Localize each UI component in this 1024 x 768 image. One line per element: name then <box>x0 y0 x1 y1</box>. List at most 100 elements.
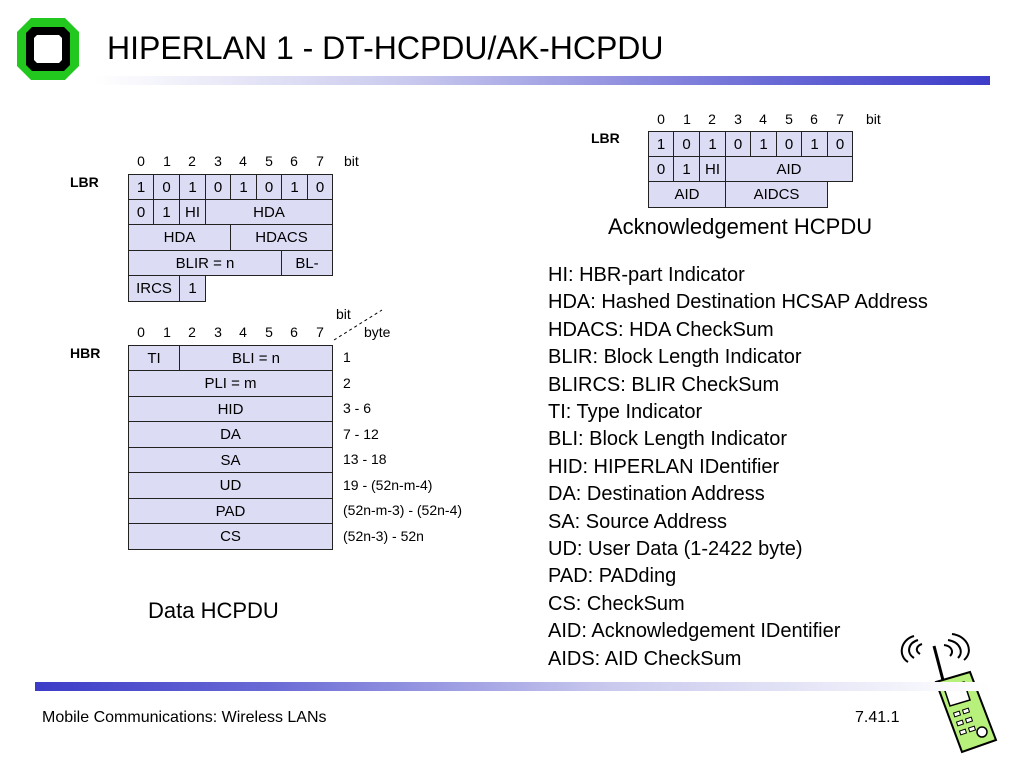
bit-number: 2 <box>188 324 196 340</box>
ack-bit-cell: 0 <box>827 131 853 157</box>
lbr-bit-cell: 1 <box>128 174 154 200</box>
legend-item: BLIR: Block Length Indicator <box>548 346 802 369</box>
legend-item: HI: HBR-part Indicator <box>548 264 745 286</box>
ack-bit-cell: 1 <box>699 131 726 157</box>
legend-item: SA: Source Address <box>548 510 727 533</box>
footer-course-title: Mobile Communications: Wireless LANs <box>42 709 327 726</box>
byte-range: 2 <box>343 375 351 391</box>
byte-range: 13 - 18 <box>343 451 387 467</box>
bit-number: 4 <box>759 111 767 127</box>
blir-field: BLIR = n <box>128 250 282 276</box>
ack-bit-cell: 0 <box>648 156 674 182</box>
lbr-bit-cell: 1 <box>230 174 257 200</box>
lbr-bit-cell: 0 <box>256 174 282 200</box>
abbreviation-legend: HI: HBR-part Indicator HDA: Hashed Desti… <box>548 262 928 673</box>
ircs-field: IRCS <box>128 275 180 302</box>
byte-range: 19 - (52n-m-4) <box>343 477 433 493</box>
title-underline-bar <box>95 76 990 85</box>
bit-number: 5 <box>785 111 793 127</box>
bit-axis-label: bit <box>866 111 881 127</box>
blircs-field: BL- <box>281 250 333 276</box>
bit-number: 4 <box>239 153 247 169</box>
legend-item: CS: CheckSum <box>548 592 685 615</box>
bit-number: 1 <box>163 324 171 340</box>
byte-axis-label: byte <box>364 324 391 340</box>
pad-field: PAD <box>128 498 333 524</box>
hi-field: HI <box>179 199 206 225</box>
bit-number: 3 <box>734 111 742 127</box>
hda-field: HDA <box>128 224 231 251</box>
bit-number: 3 <box>214 324 222 340</box>
hi-field: HI <box>699 156 726 182</box>
data-hbr-label: HBR <box>70 345 101 361</box>
hid-field: HID <box>128 396 333 422</box>
legend-item: HID: HIPERLAN IDentifier <box>548 455 780 478</box>
bit-number: 7 <box>316 324 324 340</box>
legend-item: BLI: Block Length Indicator <box>548 428 788 451</box>
ack-bit-cell: 0 <box>776 131 802 157</box>
bit-number: 1 <box>683 111 691 127</box>
page-title: HIPERLAN 1 - DT-HCPDU/AK-HCPDU <box>107 30 664 66</box>
lbr-bit-cell: 0 <box>153 174 180 200</box>
lbr-bit-cell: 0 <box>307 174 333 200</box>
da-field: DA <box>128 421 333 448</box>
lbr-bit-cell: 1 <box>179 174 206 200</box>
legend-item: BLIRCS: BLIR CheckSum <box>548 373 780 396</box>
bit-number: 2 <box>188 153 196 169</box>
byte-range: 3 - 6 <box>343 400 372 416</box>
bit-number: 4 <box>239 324 247 340</box>
ack-hcpdu-caption: Acknowledgement HCPDU <box>608 214 873 239</box>
bit-number: 6 <box>810 111 818 127</box>
ack-lbr-label: LBR <box>591 130 620 146</box>
legend-item: HDACS: HDA CheckSum <box>548 318 774 341</box>
bit-number: 2 <box>708 111 716 127</box>
sa-field: SA <box>128 447 333 473</box>
data-lbr-label: LBR <box>70 174 99 190</box>
aidcs-field: AIDCS <box>725 181 828 208</box>
footer-bar <box>35 682 990 691</box>
byte-range: 1 <box>343 349 351 365</box>
ack-bit-cell: 0 <box>673 131 700 157</box>
ack-bit-cell: 0 <box>725 131 751 157</box>
lbr-bit-cell: 0 <box>128 199 154 225</box>
ud-field: UD <box>128 472 333 499</box>
ack-bit-cell: 1 <box>673 156 700 182</box>
byte-range: (52n-m-3) - (52n-4) <box>343 502 463 518</box>
bit-number: 3 <box>214 153 222 169</box>
bit-number: 5 <box>265 324 273 340</box>
bit-axis-label: bit <box>336 306 351 322</box>
aid-field: AID <box>725 156 853 182</box>
lbr-bit-cell: 1 <box>281 174 308 200</box>
bit-number: 6 <box>290 324 298 340</box>
legend-item: TI: Type Indicator <box>548 401 703 424</box>
bit-number: 6 <box>290 153 298 169</box>
pli-field: PLI = m <box>128 370 333 397</box>
bit-number: 0 <box>657 111 665 127</box>
legend-item: UD: User Data (1-2422 byte) <box>548 538 803 561</box>
bit-number: 1 <box>163 153 171 169</box>
mobile-phone-icon <box>884 628 1004 763</box>
legend-item: HDA: Hashed Destination HCSAP Address <box>548 291 928 314</box>
legend-item: AIDS: AID CheckSum <box>548 647 742 670</box>
legend-item: AID: Acknowledgement IDentifier <box>548 620 841 643</box>
bit-number: 0 <box>137 153 145 169</box>
byte-range: (52n-3) - 52n <box>343 528 424 544</box>
ti-field: TI <box>128 345 180 371</box>
bit-number: 7 <box>316 153 324 169</box>
legend-item: PAD: PADding <box>548 565 677 588</box>
bit-number: 7 <box>836 111 844 127</box>
slide-number: 7.41.1 <box>855 709 900 726</box>
bit-number: 0 <box>137 324 145 340</box>
university-logo-icon <box>17 18 79 80</box>
cs-field: CS <box>128 523 333 550</box>
legend-item: DA: Destination Address <box>548 483 765 506</box>
ack-bit-cell: 1 <box>801 131 828 157</box>
lbr-bit-cell: 1 <box>179 275 206 302</box>
hdacs-field: HDACS <box>230 224 333 251</box>
ack-bit-cell: 1 <box>648 131 674 157</box>
bit-axis-label: bit <box>344 153 359 169</box>
data-hcpdu-caption: Data HCPDU <box>148 598 279 623</box>
lbr-bit-cell: 1 <box>153 199 180 225</box>
bit-number: 5 <box>265 153 273 169</box>
hda-field: HDA <box>205 199 333 225</box>
